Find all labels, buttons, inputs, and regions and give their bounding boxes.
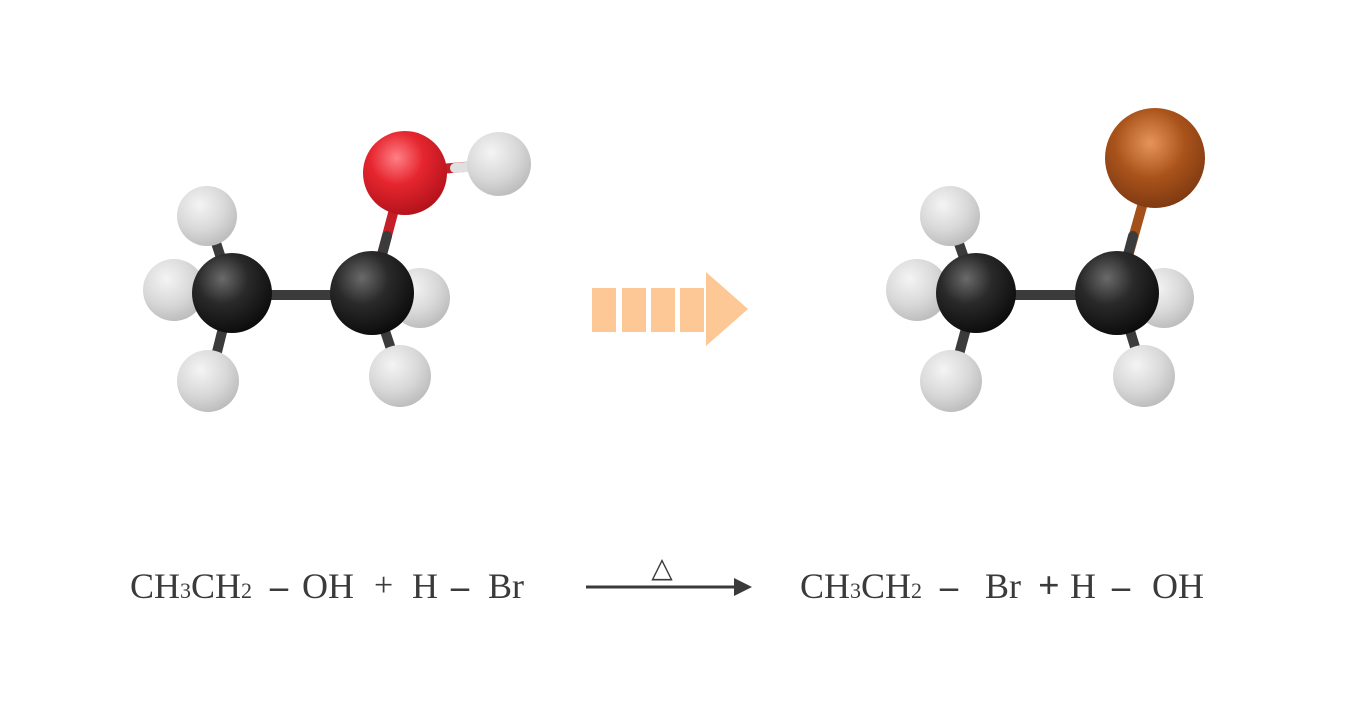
carbon-atom-1 (192, 253, 272, 333)
product2-hydrogen: H (1070, 566, 1096, 606)
product2-bond: – (1111, 566, 1131, 606)
heat-condition-symbol: △ (651, 553, 673, 584)
plus-sign-2: + (1038, 565, 1060, 607)
reactant2-bond: – (450, 566, 470, 606)
reactant2-bromine: Br (488, 566, 524, 606)
hydrogen-atom-c1-bottom (177, 350, 239, 412)
hydrogen-atom-c1-top (177, 186, 237, 246)
bromoethane-molecule (886, 108, 1205, 412)
arrow-segment-4 (680, 288, 704, 332)
ethanol-molecule (143, 131, 531, 412)
reaction-arrow-head (734, 578, 752, 596)
reaction-arrow: △ (586, 553, 752, 596)
arrow-segment-1 (592, 288, 616, 332)
transition-arrow (592, 272, 748, 346)
reactant2-hydrogen: H (412, 566, 438, 606)
product1-bromine: Br (985, 566, 1021, 606)
arrow-segment-3 (651, 288, 675, 332)
reactant1-bond: – (269, 566, 289, 606)
arrow-head (706, 272, 748, 346)
hydrogen-atom-c2-bottom (369, 345, 431, 407)
hydrogen-atom-c1-left (143, 259, 205, 321)
carbon-atom-2 (330, 251, 414, 335)
hydrogen-atom-c1-left (886, 259, 948, 321)
bromine-atom (1105, 108, 1205, 208)
product1-bond: – (939, 566, 959, 606)
arrow-segment-2 (622, 288, 646, 332)
hydrogen-atom-c1-bottom (920, 350, 982, 412)
carbon-atom-2 (1075, 251, 1159, 335)
carbon-atom-1 (936, 253, 1016, 333)
reactant1-formula: CH3CH2 (130, 566, 252, 606)
reaction-equation: CH3CH2 – OH + H – Br △ CH3CH2 – Br + H –… (130, 553, 1204, 607)
product2-hydroxyl: OH (1152, 566, 1204, 606)
hydrogen-atom-o (467, 132, 531, 196)
hydrogen-atom-c2-bottom (1113, 345, 1175, 407)
reactant1-hydroxyl: OH (302, 566, 354, 606)
product1-formula: CH3CH2 (800, 566, 922, 606)
oxygen-atom (363, 131, 447, 215)
hydrogen-atom-c1-top (920, 186, 980, 246)
plus-sign-1: + (374, 567, 393, 604)
